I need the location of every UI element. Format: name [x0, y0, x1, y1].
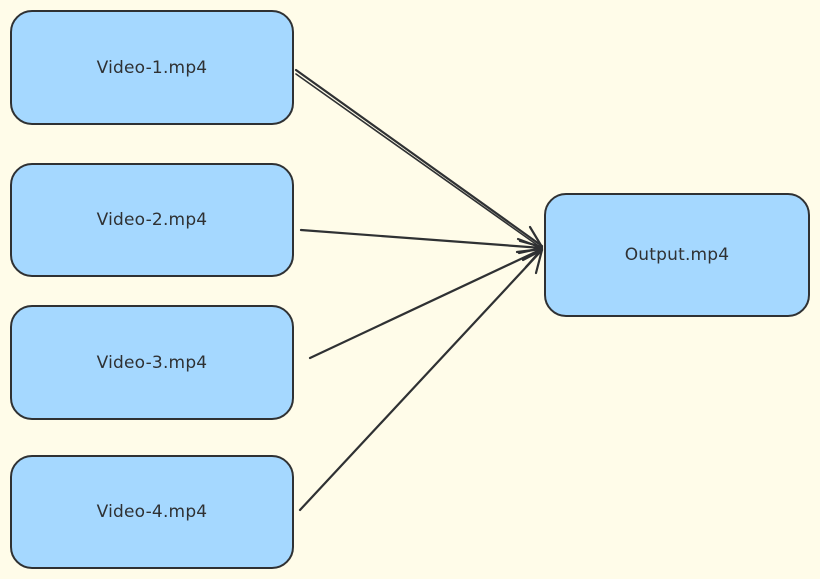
node-output-label: Output.mp4: [624, 245, 730, 265]
arrow-video-2-to-output: [299, 228, 544, 250]
arrow-video-1-to-output-sketch: [295, 73, 541, 248]
node-video-2[interactable]: Video-2.mp4: [10, 163, 294, 277]
node-video-1[interactable]: Video-1.mp4: [10, 10, 294, 125]
node-video-3[interactable]: Video-3.mp4: [10, 305, 294, 420]
node-video-1-label: Video-1.mp4: [96, 57, 208, 78]
node-video-3-label: Video-3.mp4: [96, 352, 208, 373]
node-video-4[interactable]: Video-4.mp4: [10, 455, 294, 569]
arrow-video-1-to-output: [294, 68, 544, 248]
arrow-video-4-to-output: [298, 248, 544, 512]
arrowhead-video-4: [521, 248, 544, 275]
node-output[interactable]: Output.mp4: [544, 193, 810, 317]
node-video-4-label: Video-4.mp4: [96, 502, 208, 522]
arrow-video-3-to-output: [308, 247, 544, 360]
node-video-2-label: Video-2.mp4: [96, 210, 208, 230]
